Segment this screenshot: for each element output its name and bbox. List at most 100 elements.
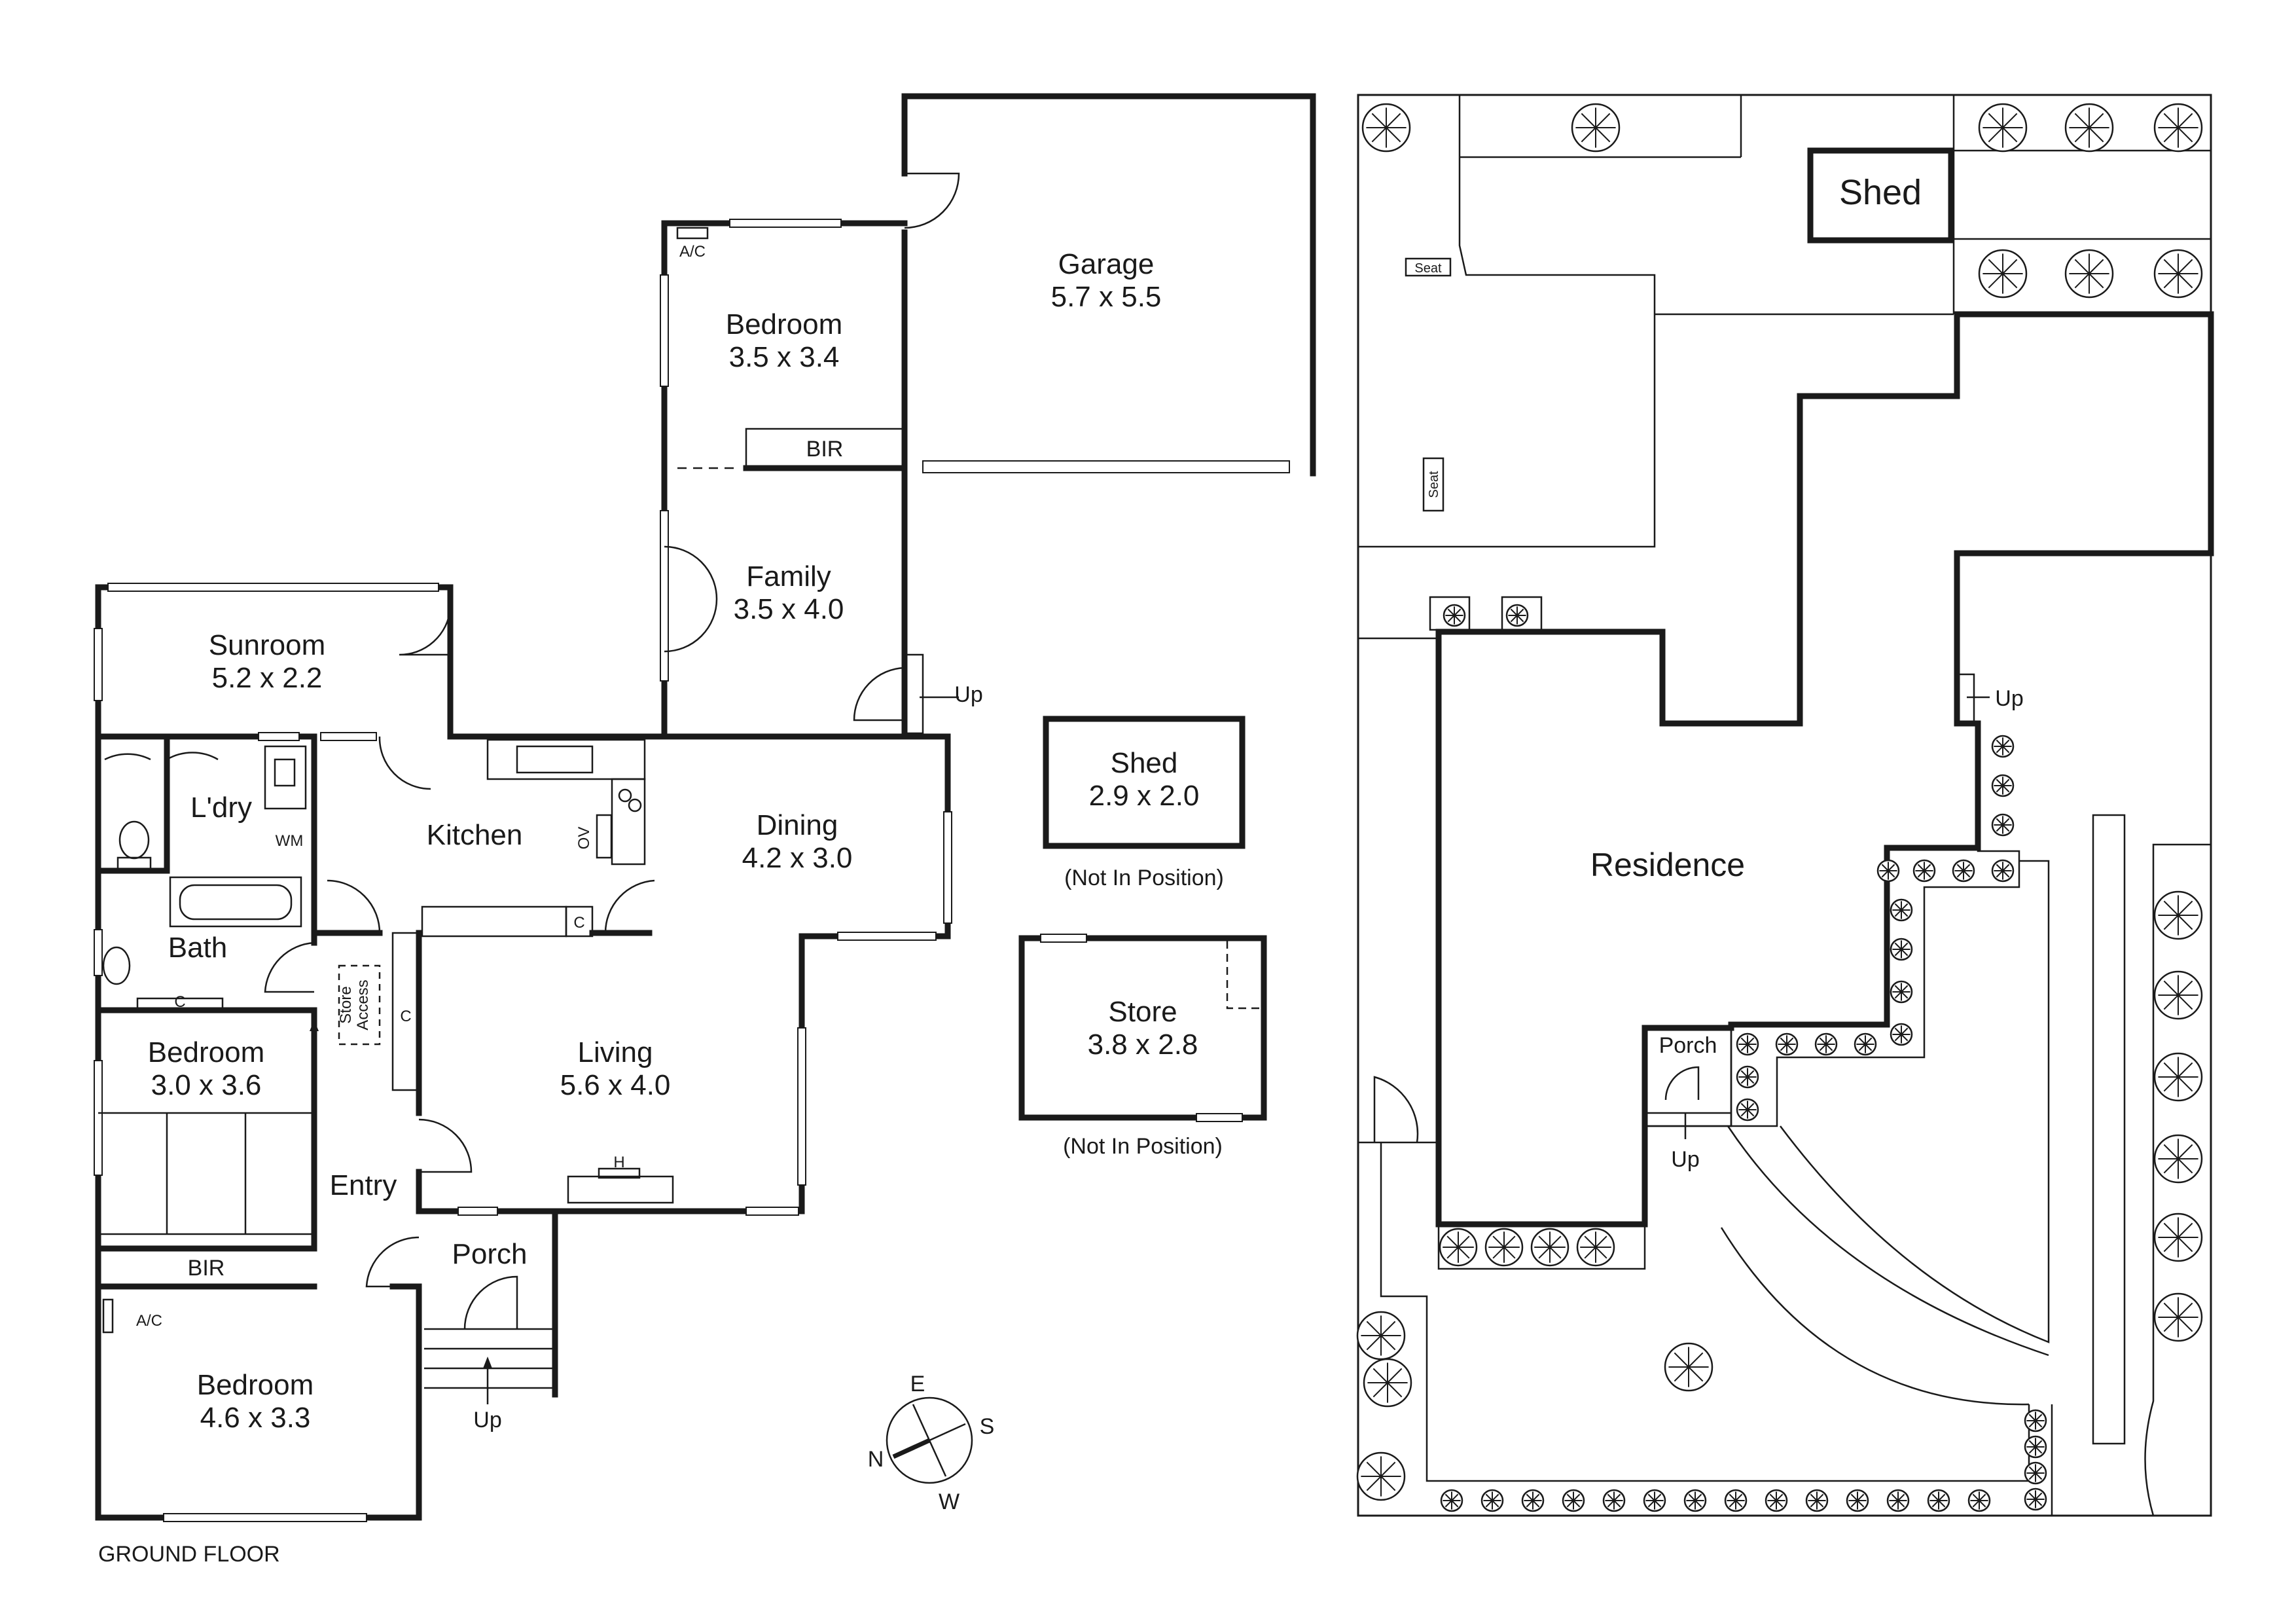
landscape-trees	[1356, 103, 2203, 1512]
bath-label: Bath	[168, 932, 228, 964]
kitchen: OV C Kitchen	[311, 732, 655, 938]
tree-icon	[1562, 1489, 1585, 1512]
garage-size: 5.7 x 5.5	[1051, 281, 1162, 313]
sunroom-label: Sunroom	[209, 629, 326, 661]
tree-icon	[2064, 103, 2114, 153]
dining-label: Dining	[757, 809, 838, 841]
tree-icon	[2024, 1409, 2047, 1432]
tree-icon	[1363, 1358, 1412, 1408]
tree-icon	[1736, 1065, 1759, 1089]
site-up-label-porch: Up	[1671, 1147, 1699, 1172]
tree-icon	[1991, 735, 2015, 758]
tree-icon	[2153, 1213, 2203, 1262]
tree-icon	[1927, 1489, 1950, 1512]
tree-icon	[2153, 249, 2203, 299]
residence-label: Residence	[1590, 847, 1745, 883]
hearth-label: H	[613, 1154, 624, 1171]
bir-label-bottom: BIR	[188, 1256, 225, 1281]
store-label: Store	[1108, 996, 1177, 1028]
site-up-label-side: Up	[1995, 686, 2023, 711]
tree-icon	[1736, 1098, 1759, 1122]
kitchen-label: Kitchen	[427, 819, 523, 851]
up-label-porch: Up	[473, 1408, 501, 1432]
wm-label: WM	[276, 832, 304, 850]
porch: Up Porch	[416, 1207, 558, 1432]
tree-icon	[2153, 1052, 2203, 1102]
dining-size: 4.2 x 3.0	[742, 842, 853, 874]
tree-icon	[2024, 1435, 2047, 1459]
tree-icon	[1356, 1451, 1406, 1501]
tree-icon	[1356, 1311, 1406, 1360]
tree-icon	[1846, 1489, 1869, 1512]
shed-note: (Not In Position)	[1064, 866, 1224, 890]
seat-label-2: Seat	[1427, 471, 1441, 498]
compass-n: N	[868, 1447, 884, 1472]
up-label-family: Up	[954, 682, 982, 707]
shed-outbuilding: Shed 2.9 x 2.0 (Not In Position)	[1043, 716, 1246, 890]
bedroom-bottom-label: Bedroom	[197, 1369, 314, 1401]
bedroom-bottom: BIR A/C Bedroom 4.6 x 3.3	[95, 1245, 422, 1522]
cupboard-label-bath: C	[174, 993, 185, 1011]
living-label: Living	[578, 1036, 653, 1068]
oven-label: OV	[575, 827, 593, 850]
tree-icon	[2153, 890, 2203, 940]
living-size: 5.6 x 4.0	[560, 1069, 671, 1101]
tree-icon	[1440, 1489, 1463, 1512]
laundry-label: L'dry	[190, 792, 252, 824]
tree-icon	[1890, 1023, 1913, 1046]
shed-size: 2.9 x 2.0	[1089, 780, 1200, 812]
compass-e: E	[910, 1372, 925, 1396]
tree-icon	[1724, 1489, 1748, 1512]
tree-icon	[1967, 1489, 1991, 1512]
tree-icon	[1505, 604, 1529, 627]
bedroom-top: A/C BIR Bedroom 3.5 x 3.4	[660, 219, 908, 740]
house-plan: Garage 5.7 x 5.5 A/C BIR Bedroom 3.5 x 3…	[94, 93, 1316, 1567]
bedroom-middle-label: Bedroom	[148, 1036, 265, 1068]
tree-icon	[1484, 1228, 1524, 1267]
bedroom-top-size: 3.5 x 3.4	[729, 341, 840, 373]
tree-icon	[1643, 1489, 1666, 1512]
compass: E S W N	[868, 1372, 995, 1514]
tree-icon	[2024, 1487, 2047, 1511]
bath-room: C Bath	[94, 876, 317, 1013]
site-porch-label: Porch	[1659, 1033, 1717, 1058]
sunroom-size: 5.2 x 2.2	[212, 662, 323, 694]
tree-icon	[1952, 859, 1975, 883]
tree-icon	[2153, 103, 2203, 153]
tree-icon	[1530, 1228, 1570, 1267]
tree-icon	[1443, 604, 1466, 627]
tree-icon	[1991, 859, 2015, 883]
site-plan: Shed Seat Seat Residence Up Porch Up	[1357, 94, 2214, 1517]
tree-icon	[1991, 774, 2015, 797]
garage-label: Garage	[1058, 248, 1155, 280]
site-shed-label: Shed	[1839, 173, 1922, 212]
ac-label-bottom: A/C	[136, 1312, 162, 1330]
compass-w: W	[939, 1489, 960, 1514]
seat-label-1: Seat	[1414, 261, 1442, 276]
cupboard-label-entry: C	[400, 1008, 411, 1025]
tree-icon	[1886, 1489, 1910, 1512]
tree-icon	[1664, 1342, 1713, 1392]
tree-icon	[1912, 859, 1936, 883]
cupboard-label-kitchen: C	[573, 914, 584, 932]
entry-hall: C Store Access Entry	[310, 879, 473, 1288]
tree-icon	[1576, 1228, 1615, 1267]
tree-icon	[1854, 1032, 1877, 1056]
tree-icon	[2024, 1461, 2047, 1485]
dining-room: Dining 4.2 x 3.0	[416, 733, 952, 1214]
tree-icon	[1439, 1228, 1478, 1267]
tree-icon	[1890, 898, 1913, 922]
living-room: H Living 5.6 x 4.0	[560, 1027, 806, 1216]
compass-s: S	[980, 1414, 995, 1439]
tree-icon	[1683, 1489, 1707, 1512]
tree-icon	[1805, 1489, 1829, 1512]
tree-icon	[1814, 1032, 1838, 1056]
laundry-room: L'dry WM	[95, 732, 317, 874]
entry-label: Entry	[330, 1169, 397, 1201]
family-size: 3.5 x 4.0	[734, 593, 844, 625]
tree-icon	[1890, 938, 1913, 961]
tree-icon	[2153, 1134, 2203, 1184]
tree-icon	[1890, 980, 1913, 1004]
sunroom: Sunroom 5.2 x 2.2	[94, 583, 668, 1521]
